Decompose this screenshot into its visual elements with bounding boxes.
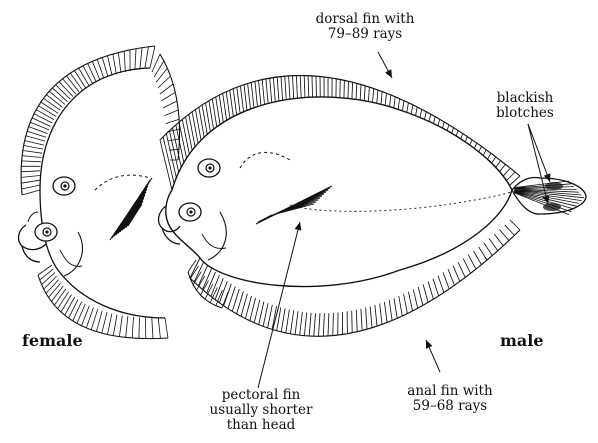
blotches-label: blackish blotches (480, 91, 570, 121)
anal-fin-label-line1: anal fin with (385, 384, 515, 399)
pectoral-fin-label-line2: usually shorter (196, 403, 326, 418)
blotches-label-line2: blotches (480, 106, 570, 121)
upper-blotch (545, 182, 563, 190)
lower-blotch (543, 203, 561, 211)
dorsal-fin-label-line2: 79–89 rays (305, 27, 425, 42)
blotch-arrow-upper (528, 124, 550, 182)
anal-fin-label-line2: 59–68 rays (385, 399, 515, 414)
female-snout (28, 212, 38, 222)
female-pupil-dot (63, 184, 66, 187)
dorsal-fin-label-line1: dorsal fin with (305, 12, 425, 27)
dorsal-fin-label: dorsal fin with 79–89 rays (305, 12, 425, 42)
blotches-label-line1: blackish (480, 91, 570, 106)
pectoral-fin-label-line1: pectoral fin (196, 388, 326, 403)
male-body-outline (166, 97, 512, 287)
female-upper-fin-tip-edge (160, 54, 180, 160)
pectoral-fin-label-line3: than head (196, 418, 326, 433)
female-upper-fin-tip (152, 54, 180, 160)
female-pupil-dot (45, 230, 48, 233)
male-label: male (500, 331, 544, 350)
anal-fin-label: anal fin with 59–68 rays (385, 384, 515, 414)
male-pupil-dot (208, 166, 211, 169)
female-label: female (22, 331, 83, 350)
pectoral-fin-label: pectoral fin usually shorter than head (196, 388, 326, 433)
female-upper-fin-tip-rays (152, 54, 180, 160)
male-fish (159, 97, 512, 287)
male-pupil-dot (189, 210, 192, 213)
